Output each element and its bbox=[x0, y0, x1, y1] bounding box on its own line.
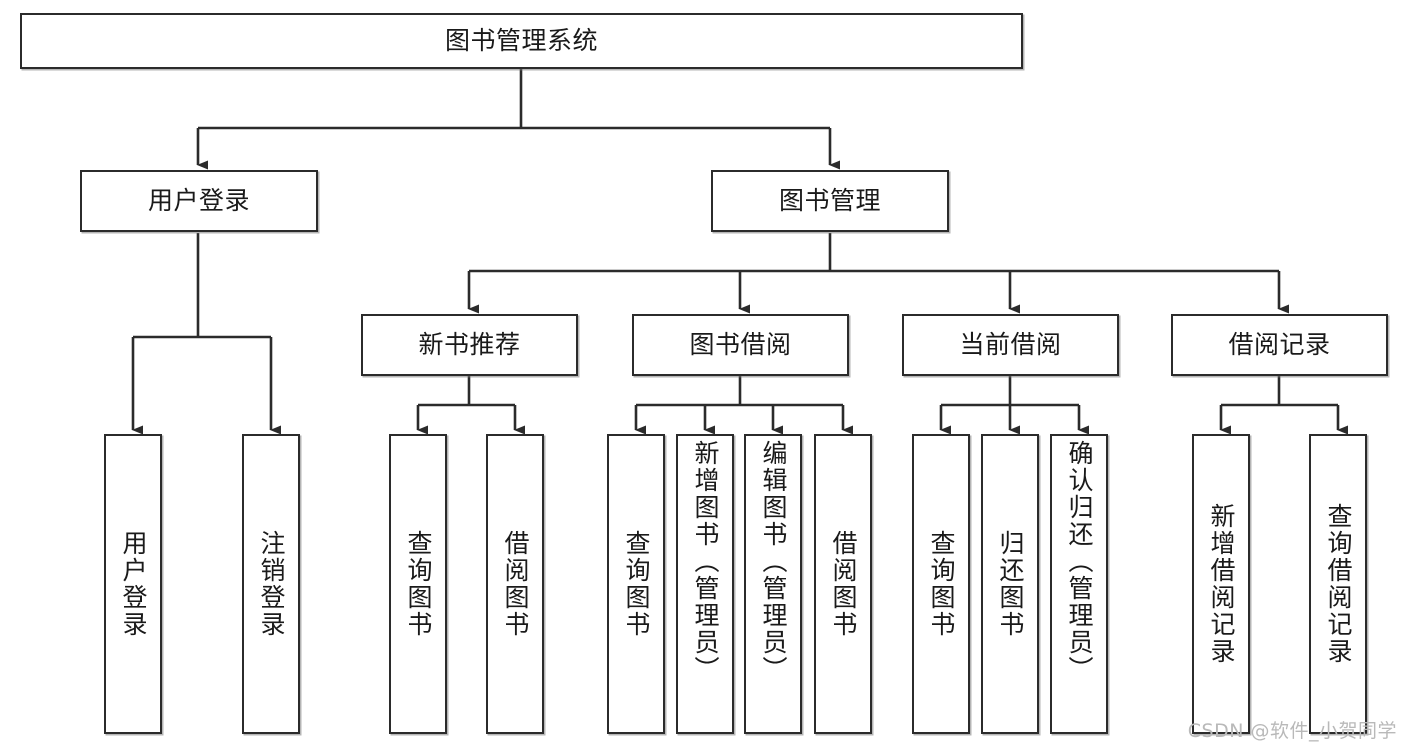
node-new-book-recommend[interactable]: 新书推荐 bbox=[361, 314, 578, 376]
node-label: 新书推荐 bbox=[418, 330, 521, 360]
node-label: 确认归还（管理员） bbox=[1065, 440, 1094, 683]
node-label: 借阅图书 bbox=[501, 530, 530, 638]
leaf-br-add-record[interactable]: 新增借阅记录 bbox=[1192, 434, 1250, 734]
node-label: 查询图书 bbox=[927, 530, 956, 638]
node-label: 查询图书 bbox=[622, 530, 651, 638]
node-label: 新增图书（管理员） bbox=[691, 440, 720, 683]
node-label: 图书借阅 bbox=[689, 330, 792, 360]
node-label: 编辑图书（管理员） bbox=[759, 440, 788, 683]
node-label: 图书管理 bbox=[778, 186, 881, 216]
node-label: 新增借阅记录 bbox=[1207, 503, 1236, 665]
node-book-management[interactable]: 图书管理 bbox=[711, 170, 949, 232]
node-label: 图书管理系统 bbox=[444, 26, 598, 56]
node-label: 借阅图书 bbox=[829, 530, 858, 638]
node-label: 借阅记录 bbox=[1228, 330, 1331, 360]
leaf-bb-add-book-admin[interactable]: 新增图书（管理员） bbox=[676, 434, 734, 734]
node-root-system[interactable]: 图书管理系统 bbox=[20, 13, 1023, 69]
node-book-borrow[interactable]: 图书借阅 bbox=[632, 314, 849, 376]
leaf-bb-borrow-book[interactable]: 借阅图书 bbox=[814, 434, 872, 734]
leaf-user-logout[interactable]: 注销登录 bbox=[242, 434, 300, 734]
node-label: 归还图书 bbox=[996, 530, 1025, 638]
leaf-bb-edit-book-admin[interactable]: 编辑图书（管理员） bbox=[744, 434, 802, 734]
leaf-cb-query-book[interactable]: 查询图书 bbox=[912, 434, 970, 734]
leaf-cb-confirm-return-admin[interactable]: 确认归还（管理员） bbox=[1050, 434, 1108, 734]
node-label: 查询图书 bbox=[404, 530, 433, 638]
node-current-borrow[interactable]: 当前借阅 bbox=[902, 314, 1119, 376]
leaf-bb-query-book[interactable]: 查询图书 bbox=[607, 434, 665, 734]
node-user-login[interactable]: 用户登录 bbox=[80, 170, 318, 232]
node-label: 当前借阅 bbox=[959, 330, 1062, 360]
leaf-user-login[interactable]: 用户登录 bbox=[104, 434, 162, 734]
leaf-nb-borrow-book[interactable]: 借阅图书 bbox=[486, 434, 544, 734]
csdn-watermark: CSDN @软件_小贺同学 bbox=[1187, 720, 1397, 742]
node-borrow-record[interactable]: 借阅记录 bbox=[1171, 314, 1388, 376]
leaf-nb-query-book[interactable]: 查询图书 bbox=[389, 434, 447, 734]
node-label: 查询借阅记录 bbox=[1324, 503, 1353, 665]
node-label: 用户登录 bbox=[147, 186, 250, 216]
leaf-cb-return-book[interactable]: 归还图书 bbox=[981, 434, 1039, 734]
node-label: 注销登录 bbox=[257, 530, 286, 638]
node-label: 用户登录 bbox=[119, 530, 148, 638]
leaf-br-query-record[interactable]: 查询借阅记录 bbox=[1309, 434, 1367, 734]
